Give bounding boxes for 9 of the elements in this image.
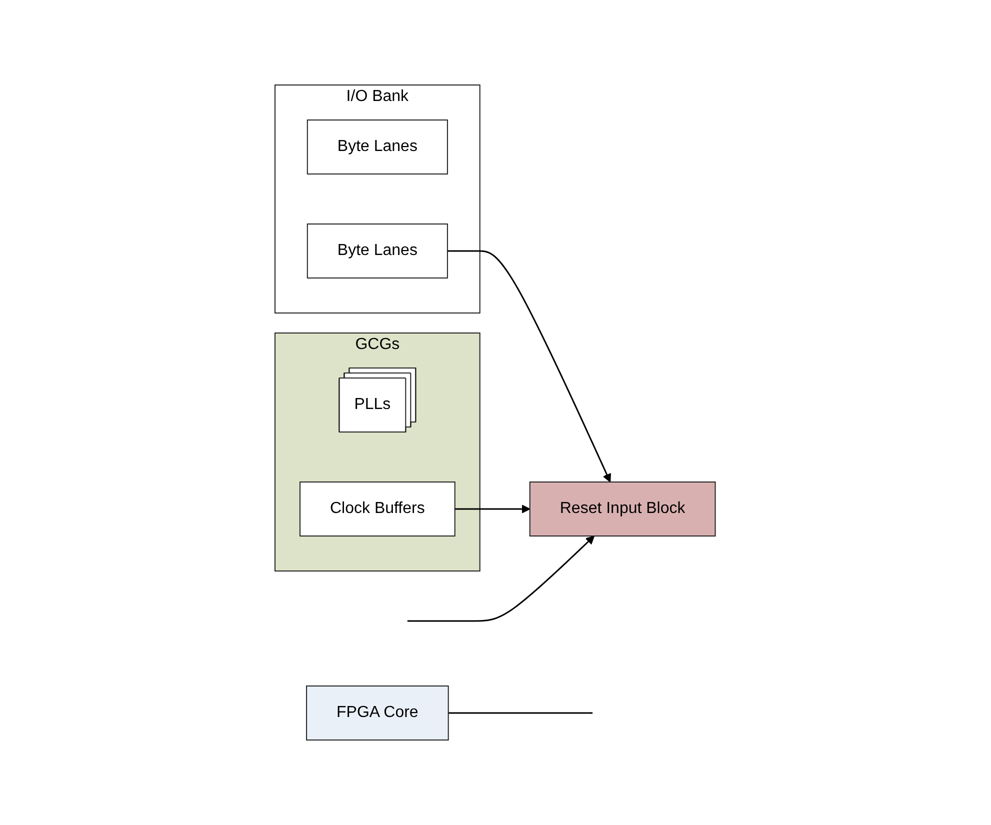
arrow — [455, 504, 531, 514]
connector — [448, 712, 593, 714]
arrow — [408, 536, 595, 622]
arrow — [448, 250, 612, 482]
node-box: Clock Buffers — [300, 482, 456, 536]
node-box: Byte Lanes — [307, 224, 448, 278]
node-box: FPGA Core — [306, 686, 450, 740]
node-box: Reset Input Block — [530, 482, 716, 536]
node-box: Byte Lanes — [307, 120, 448, 174]
